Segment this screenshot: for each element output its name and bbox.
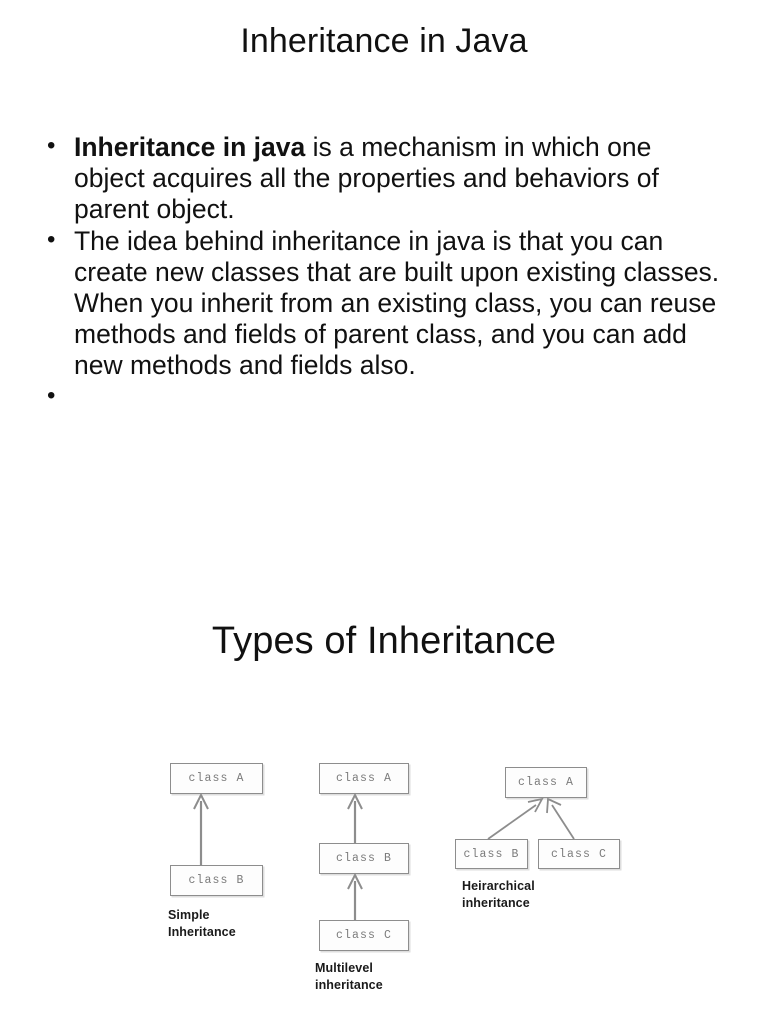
bullet-text: is a mechanism in which one object acqui…	[74, 132, 659, 224]
diagram-hierarchical-inheritance: class A class B class C Heirarchical inh…	[448, 755, 633, 935]
class-box: class B	[455, 839, 528, 869]
page-title: Inheritance in Java	[240, 22, 528, 60]
diagram-multilevel-inheritance: class A class B class C Multilevel inher…	[305, 755, 455, 1005]
list-item: The idea behind inheritance in java is t…	[44, 225, 724, 380]
diagram-caption: Heirarchical inheritance	[462, 879, 535, 910]
section-title: Types of Inheritance	[211, 620, 557, 662]
inheritance-arrow-icon	[487, 797, 575, 840]
diagram-caption: Simple Inheritance	[168, 908, 236, 939]
bullet-list: Inheritance in java is a mechanism in wh…	[44, 131, 724, 414]
diagram-simple-inheritance: class A class B Simple Inheritance	[155, 755, 305, 965]
class-box: class C	[538, 839, 620, 869]
bullet-text: The idea behind inheritance in java is t…	[74, 226, 720, 380]
class-box: class A	[505, 767, 587, 798]
class-box: class B	[170, 865, 263, 896]
list-item: Inheritance in java is a mechanism in wh…	[44, 131, 724, 224]
class-box: class A	[319, 763, 409, 794]
diagram-caption: Multilevel inheritance	[315, 961, 383, 992]
inheritance-arrow-icon	[347, 792, 363, 920]
class-box: class B	[319, 843, 409, 874]
inheritance-arrow-icon	[193, 792, 209, 865]
class-box: class C	[319, 920, 409, 951]
bullet-bold-lead: Inheritance in java	[74, 132, 306, 162]
class-box: class A	[170, 763, 263, 794]
list-item	[44, 381, 724, 412]
